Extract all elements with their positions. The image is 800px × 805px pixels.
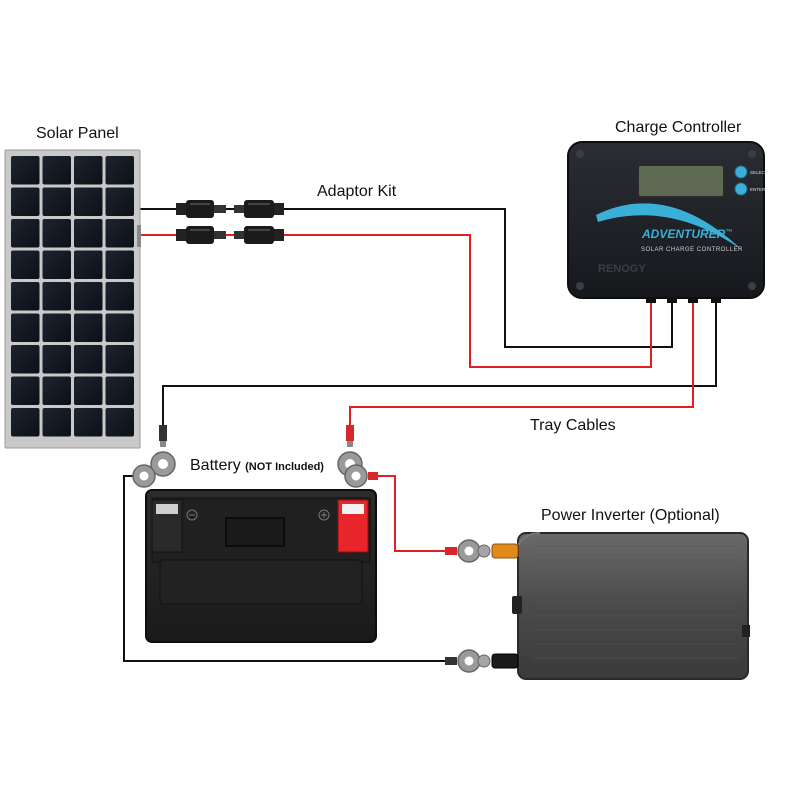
solar-cell xyxy=(11,282,40,311)
solar-cell xyxy=(42,376,71,405)
solar-cell xyxy=(74,187,103,216)
charge-controller: SELECT ENTER ADVENTURER™ SOLAR CHARGE CO… xyxy=(567,141,768,303)
mc4-connector-positive-female xyxy=(234,226,284,244)
inverter-positive-ring-terminal xyxy=(445,539,481,563)
solar-cell xyxy=(105,313,134,342)
controller-accent-swoosh xyxy=(596,203,742,250)
battery-positive-terminal xyxy=(337,499,369,553)
adaptor-kit xyxy=(176,200,284,244)
battery-plus-symbol xyxy=(318,509,330,521)
solar-cell xyxy=(11,187,40,216)
solar-cell xyxy=(105,282,134,311)
solar-cell xyxy=(74,282,103,311)
solar-panel-label: Solar Panel xyxy=(36,125,119,142)
solar-cell xyxy=(105,376,134,405)
mc4-connector-negative-female xyxy=(234,200,284,218)
solar-cell xyxy=(42,345,71,374)
solar-cell xyxy=(105,219,134,248)
solar-cell xyxy=(105,156,134,185)
battery-negative-terminal xyxy=(151,499,183,553)
inverter-positive-post xyxy=(477,543,519,559)
battery-minus-symbol xyxy=(186,509,198,521)
power-inverter-label: Power Inverter (Optional) xyxy=(541,507,720,524)
charge-controller-label: Charge Controller xyxy=(615,119,742,136)
solar-cell xyxy=(74,156,103,185)
inverter-lead-positive-ring xyxy=(344,464,378,488)
battery-not-included-note: (NOT Included) xyxy=(245,461,324,473)
solar-cell xyxy=(42,219,71,248)
panel-positive-wire xyxy=(140,234,652,368)
solar-cell xyxy=(42,156,71,185)
solar-panel xyxy=(4,149,141,449)
solar-cell xyxy=(11,376,40,405)
battery xyxy=(145,489,377,643)
power-inverter xyxy=(477,532,750,680)
solar-cell xyxy=(105,250,134,279)
mc4-connector-negative-male xyxy=(176,200,226,218)
battery-negative-tray-cable xyxy=(162,300,717,425)
controller-lcd-screen xyxy=(637,164,725,198)
controller-enter-label: ENTER xyxy=(750,187,766,192)
panel-negative-wire xyxy=(140,208,673,348)
battery-label-text: Battery xyxy=(190,457,241,474)
solar-cell xyxy=(105,187,134,216)
controller-brand-name: ADVENTURER™ xyxy=(641,227,732,241)
battery-positive-tray-cable xyxy=(349,300,694,425)
mc4-connector-positive-male xyxy=(176,226,226,244)
inverter-negative-post xyxy=(477,653,519,669)
solar-cell xyxy=(74,250,103,279)
solar-cells xyxy=(11,156,134,437)
solar-cell xyxy=(42,187,71,216)
inverter-side-switch xyxy=(512,596,522,614)
solar-cell xyxy=(74,219,103,248)
solar-cell xyxy=(74,345,103,374)
solar-cell xyxy=(42,250,71,279)
solar-cell xyxy=(74,376,103,405)
solar-cell xyxy=(105,345,134,374)
solar-cell xyxy=(11,156,40,185)
inverter-lead-negative-ring xyxy=(132,464,156,488)
controller-logo: RENOGY xyxy=(598,263,646,275)
solar-cell xyxy=(42,408,71,437)
solar-cell xyxy=(11,219,40,248)
adaptor-kit-label: Adaptor Kit xyxy=(317,183,397,200)
controller-subtitle: SOLAR CHARGE CONTROLLER xyxy=(641,247,743,253)
controller-select-label: SELECT xyxy=(750,170,768,175)
inverter-positive-wire xyxy=(378,475,445,552)
tray-cables-label: Tray Cables xyxy=(530,417,616,434)
controller-select-button xyxy=(734,165,748,179)
solar-cell xyxy=(42,313,71,342)
battery-negative-ring-terminal xyxy=(150,425,176,477)
solar-cell xyxy=(74,408,103,437)
solar-cell xyxy=(74,313,103,342)
solar-cell xyxy=(42,282,71,311)
solar-cell xyxy=(11,345,40,374)
solar-cell xyxy=(11,313,40,342)
solar-cell xyxy=(11,408,40,437)
inverter-negative-ring-terminal xyxy=(445,649,481,673)
solar-cell xyxy=(11,250,40,279)
solar-cell xyxy=(105,408,134,437)
controller-enter-button xyxy=(734,182,748,196)
battery-label: Battery (NOT Included) xyxy=(190,457,324,475)
